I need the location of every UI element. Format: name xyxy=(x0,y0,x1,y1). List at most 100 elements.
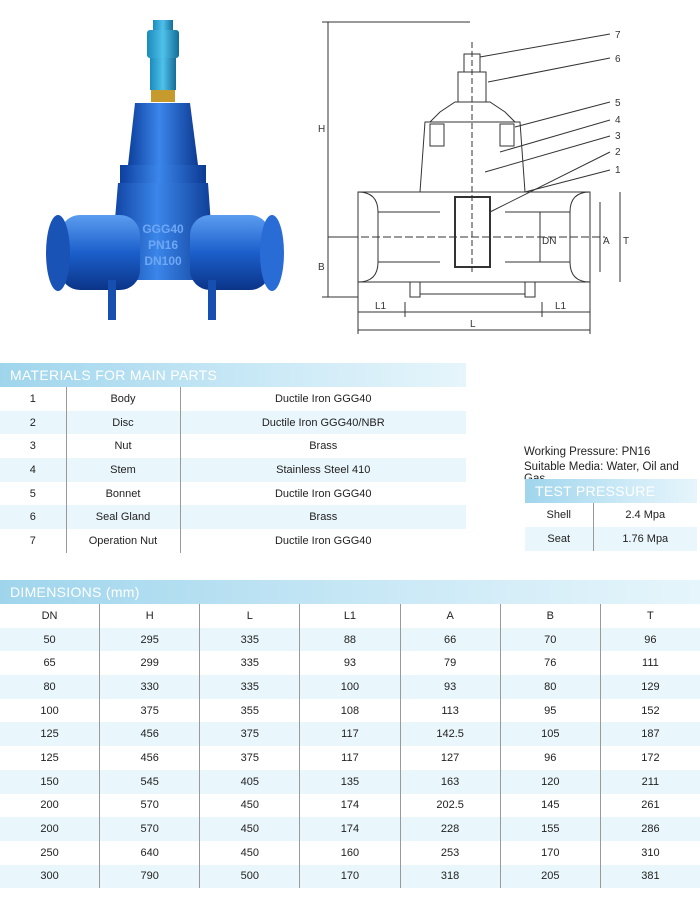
column-header: DN xyxy=(41,609,58,622)
table-cell: 96 xyxy=(499,746,601,770)
dim-label-l1-left: L1 xyxy=(375,301,387,312)
table-cell: 4 xyxy=(0,458,66,482)
table-cell: 381 xyxy=(599,864,700,889)
table-cell: 125 xyxy=(40,751,59,764)
table-cell: 335 xyxy=(199,651,300,676)
column-header: B xyxy=(499,604,601,628)
dim-label-l1-right: L1 xyxy=(555,301,567,312)
column-header: T xyxy=(599,604,700,628)
table-cell: 80 xyxy=(499,675,601,699)
table-cell: Disc xyxy=(65,410,180,435)
table-cell: Ductile Iron GGG40/NBR xyxy=(179,410,466,435)
part-label-6: 6 xyxy=(615,54,621,65)
table-cell: 640 xyxy=(99,840,200,865)
table-cell: 500 xyxy=(199,864,300,889)
table-cell: 335 xyxy=(199,675,300,699)
table-cell: 65 xyxy=(43,657,56,670)
table-cell: Stem xyxy=(65,458,180,482)
table-cell: 200 xyxy=(40,799,59,812)
working-pressure: Working Pressure: PN16 xyxy=(524,446,651,458)
table-cell: 7 xyxy=(29,534,36,547)
table-cell: 160 xyxy=(299,840,400,865)
table-cell: 2.4 Mpa xyxy=(592,503,697,527)
table-cell: 355 xyxy=(199,698,300,723)
dim-label-b: B xyxy=(318,262,325,273)
body-text-1: GGG40 xyxy=(142,222,184,236)
table-cell: 127 xyxy=(399,746,501,770)
part-label-2: 2 xyxy=(615,147,621,158)
table-cell: 117 xyxy=(299,722,400,747)
table-cell: 5 xyxy=(29,487,36,500)
column-header: L xyxy=(199,604,300,628)
table-cell: 335 xyxy=(199,627,300,652)
table-cell: 163 xyxy=(399,769,501,794)
table-cell: 211 xyxy=(599,769,700,794)
body-text-3: DN100 xyxy=(144,254,182,268)
dimensions-title: DIMENSIONS (mm) xyxy=(0,580,700,604)
table-cell: 250 xyxy=(40,846,59,859)
table-cell: 450 xyxy=(199,793,300,818)
table-cell: Seat xyxy=(525,527,593,551)
table-cell: 790 xyxy=(99,864,200,889)
table-cell: 570 xyxy=(99,817,200,841)
table-cell: Nut xyxy=(65,434,180,459)
table-cell: Ductile Iron GGG40 xyxy=(179,481,466,506)
dim-label-dn: DN xyxy=(542,236,556,247)
table-cell: Brass xyxy=(179,505,466,530)
column-header: L1 xyxy=(299,604,400,628)
table-cell: 76 xyxy=(499,651,601,676)
table-cell: 100 xyxy=(299,675,400,699)
materials-title: MATERIALS FOR MAIN PARTS xyxy=(0,363,466,387)
table-cell: 450 xyxy=(199,840,300,865)
table-cell: 150 xyxy=(0,769,100,794)
column-header: A xyxy=(399,604,501,628)
table-cell: 375 xyxy=(99,698,200,723)
table-cell: 2 xyxy=(0,410,66,435)
table-cell: 318 xyxy=(399,864,501,889)
part-label-5: 5 xyxy=(615,98,621,109)
valve-photo: GGG40 PN16 DN100 xyxy=(46,20,284,320)
table-cell: 202.5 xyxy=(399,793,501,818)
table-cell: 80 xyxy=(0,675,100,699)
table-cell: 286 xyxy=(599,817,700,841)
table-cell: 187 xyxy=(599,722,700,747)
table-cell: 228 xyxy=(399,817,501,841)
dim-label-a: A xyxy=(603,236,610,247)
table-cell: 1.76 Mpa xyxy=(592,527,697,551)
table-cell: Operation Nut xyxy=(65,529,180,553)
column-header: H xyxy=(99,604,200,628)
table-cell: 135 xyxy=(299,769,400,794)
table-cell: 152 xyxy=(599,698,700,723)
table-cell: 88 xyxy=(299,627,400,652)
table-cell: 95 xyxy=(499,698,601,723)
table-cell: 570 xyxy=(99,793,200,818)
table-cell: 93 xyxy=(299,651,400,676)
dim-label-t: T xyxy=(623,236,629,247)
table-cell: 295 xyxy=(99,627,200,652)
table-cell: 172 xyxy=(599,746,700,770)
table-cell: 79 xyxy=(399,651,501,676)
table-cell: 456 xyxy=(99,722,200,747)
table-cell: 205 xyxy=(499,864,601,889)
table-cell: 113 xyxy=(399,698,501,723)
table-cell: 1 xyxy=(29,392,36,405)
table-cell: 117 xyxy=(299,746,400,770)
table-cell: 129 xyxy=(599,675,700,699)
table-cell: 330 xyxy=(99,675,200,699)
